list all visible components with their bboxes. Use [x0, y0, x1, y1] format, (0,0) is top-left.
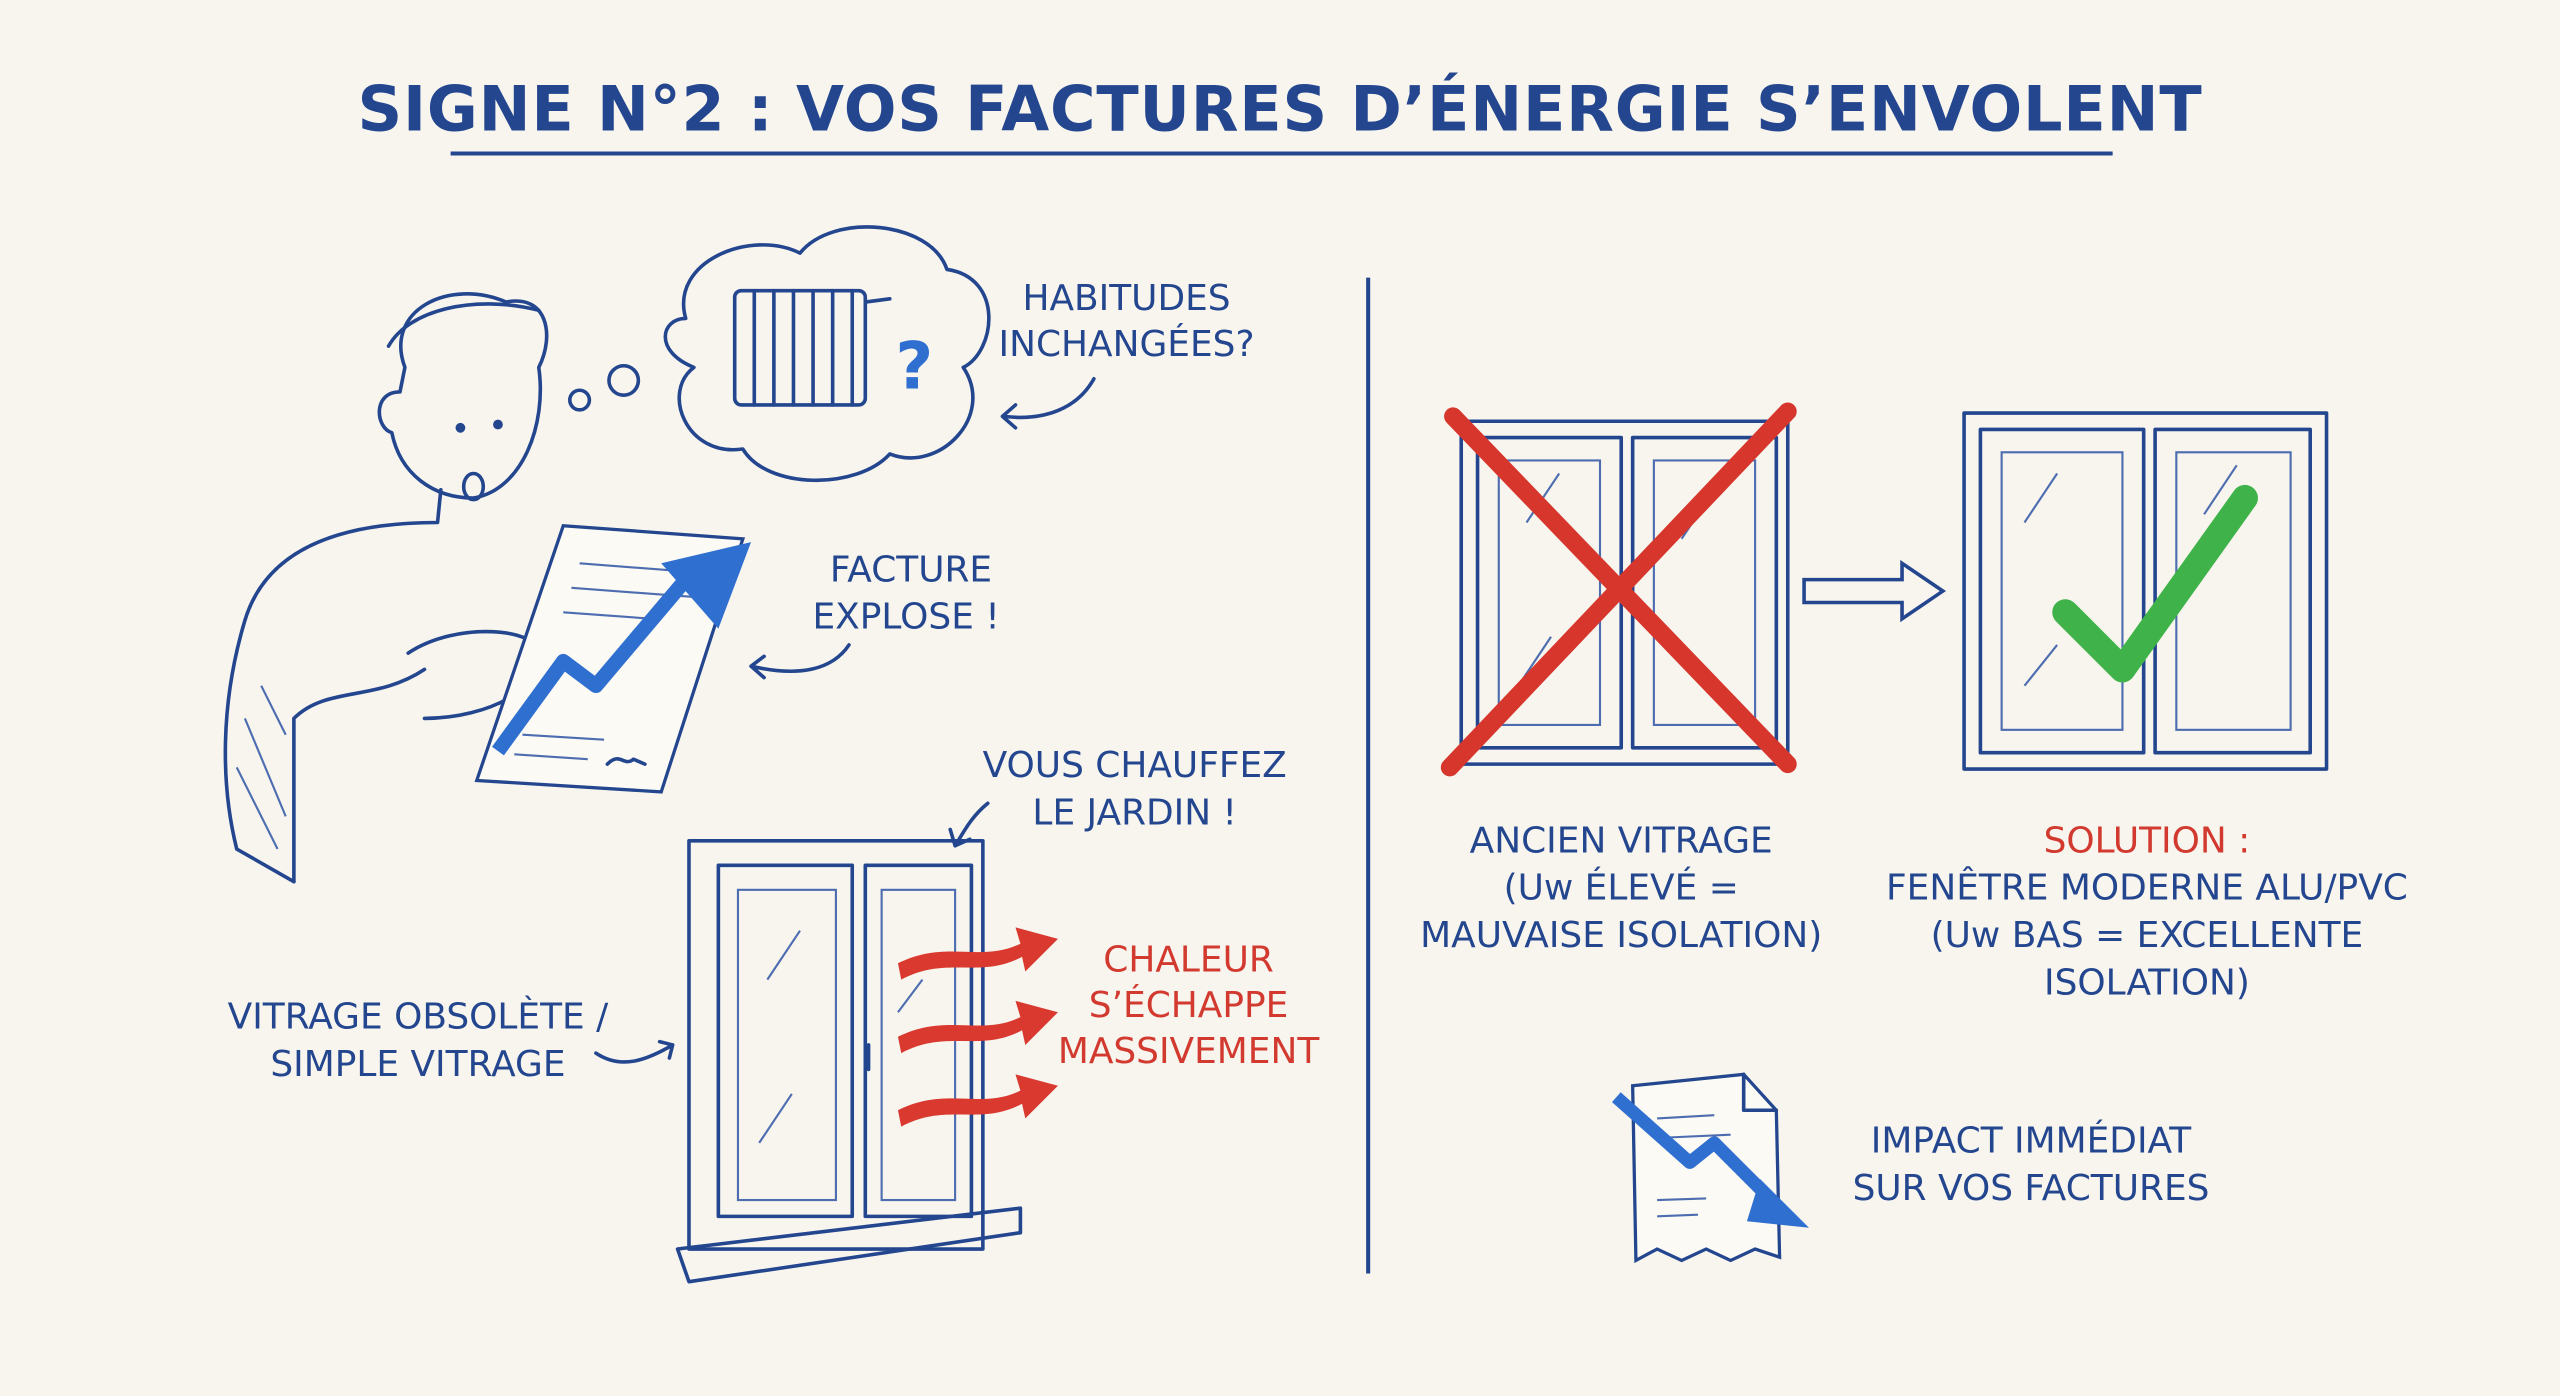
glazing-label-line1: VITRAGE OBSOLÈTE / — [228, 996, 609, 1038]
solution-label-line1: FENÊTRE MODERNE ALU/PVC — [1886, 867, 2408, 909]
bill-label-line2: EXPLOSE ! — [813, 597, 1000, 638]
curved-arrow-icon — [749, 643, 851, 680]
thought-bubble: ? — [568, 225, 991, 483]
red-cross-icon — [1440, 402, 1797, 777]
impact-label-line2: SUR VOS FACTURES — [1853, 1168, 2210, 1209]
old-label-line1: ANCIEN VITRAGE — [1470, 820, 1773, 861]
solution-label-line3: ISOLATION) — [2044, 962, 2250, 1003]
heat-label-line3: MASSIVEMENT — [1058, 1031, 1320, 1072]
garden-label-line2: LE JARDIN ! — [1032, 793, 1236, 834]
right-arrow-icon — [1802, 559, 1947, 623]
rising-bill-icon — [474, 524, 752, 794]
garden-label-line1: VOUS CHAUFFEZ — [983, 745, 1287, 786]
falling-bill-icon — [1611, 1072, 1809, 1264]
old-label-line2: (Uw ÉLEVÉ = — [1504, 867, 1739, 909]
green-check-icon — [2052, 484, 2258, 683]
radiator-icon — [732, 288, 892, 407]
question-mark-icon: ? — [895, 329, 933, 405]
impact-label-line1: IMPACT IMMÉDIAT — [1871, 1120, 2193, 1162]
heat-label-line2: S’ÉCHAPPE — [1089, 984, 1289, 1026]
old-label-line3: MAUVAISE ISOLATION) — [1420, 915, 1822, 956]
new-window-checked — [1962, 411, 2329, 771]
solution-title: SOLUTION : — [2044, 820, 2251, 861]
old-window-illustration — [675, 839, 1023, 1284]
curved-arrow-icon — [1000, 377, 1096, 430]
old-window-crossed — [1440, 402, 1797, 777]
thought-label-line1: HABITUDES — [1022, 278, 1230, 319]
thought-label-line2: INCHANGÉES? — [999, 323, 1255, 365]
curved-arrow-icon — [594, 1039, 675, 1064]
solution-label-line2: (Uw BAS = EXCELLENTE — [1931, 915, 2364, 956]
heat-label-line1: CHALEUR — [1103, 939, 1274, 980]
bill-label-line1: FACTURE — [830, 549, 992, 590]
person-illustration — [223, 292, 549, 884]
heat-arrows — [897, 927, 1058, 1127]
page-title: SIGNE N°2 : VOS FACTURES D’ÉNERGIE S’ENV… — [358, 73, 2203, 146]
glazing-label-line2: SIMPLE VITRAGE — [270, 1044, 565, 1085]
